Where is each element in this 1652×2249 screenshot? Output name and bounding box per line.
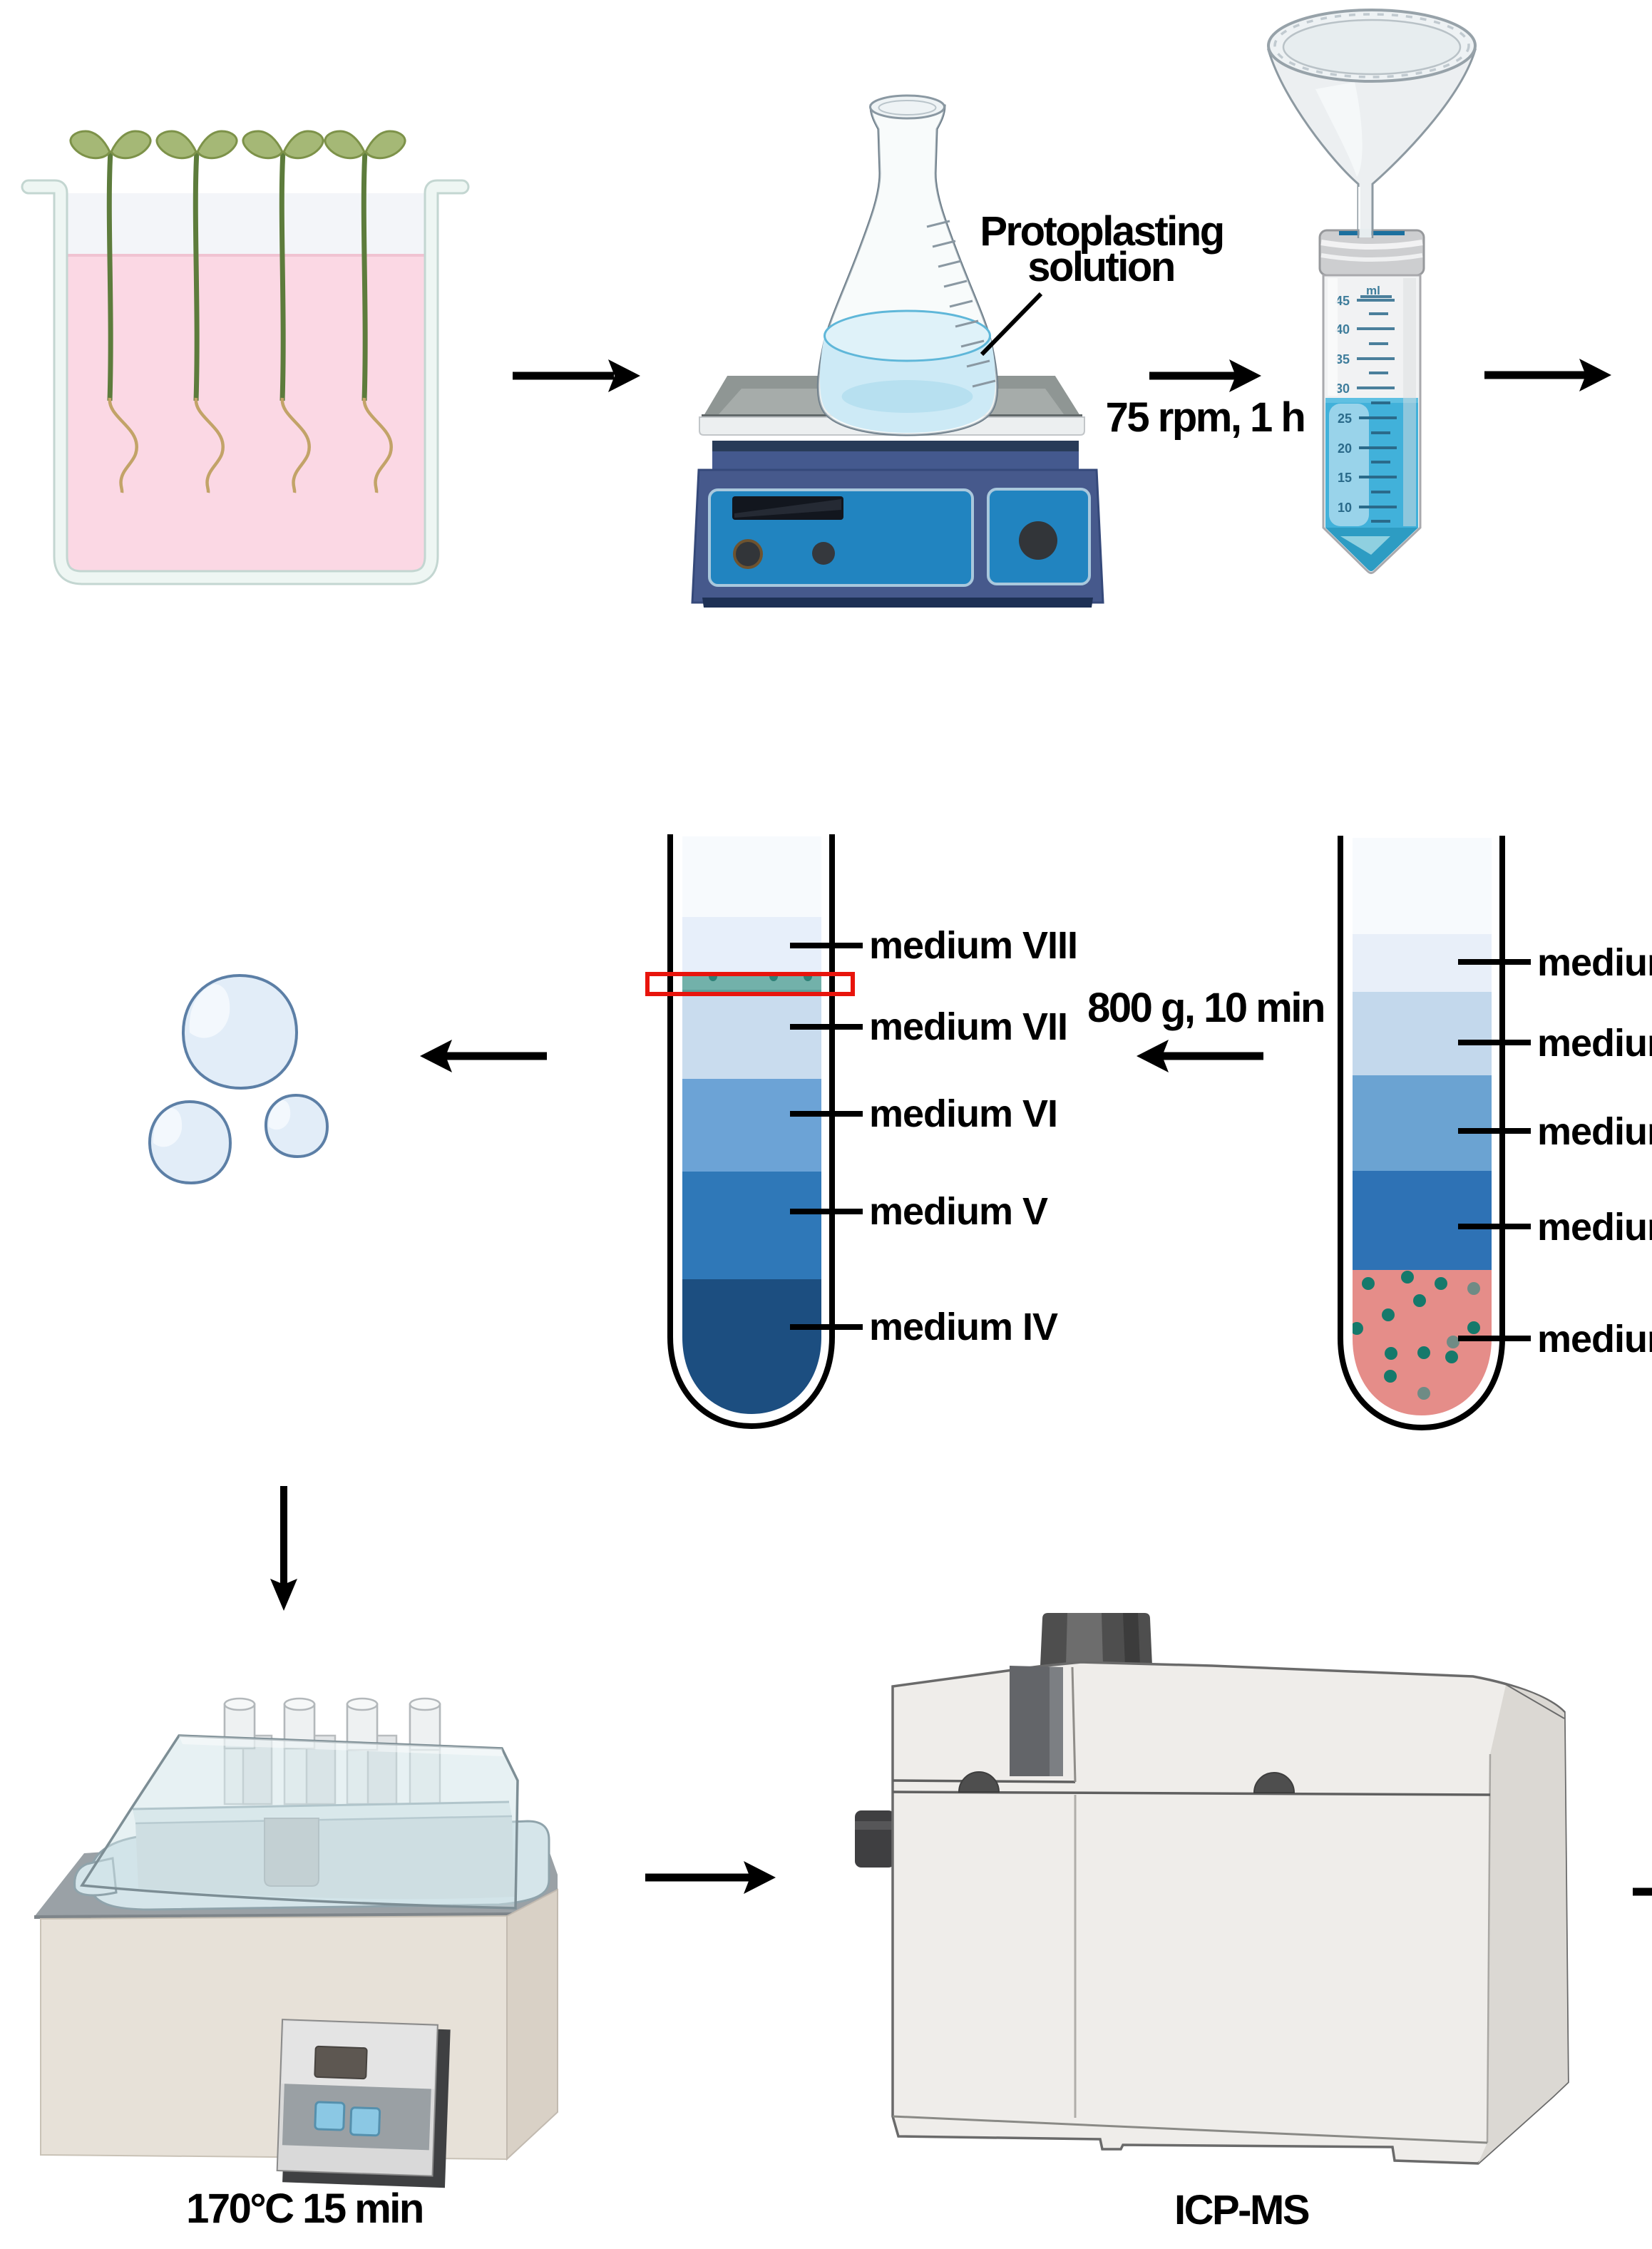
svg-text:medium V: medium V bbox=[1537, 1206, 1652, 1249]
svg-text:medium VII: medium VII bbox=[869, 1005, 1067, 1048]
svg-text:medium VI: medium VI bbox=[1537, 1110, 1652, 1153]
svg-text:40: 40 bbox=[1335, 322, 1350, 337]
svg-text:20: 20 bbox=[1338, 441, 1352, 456]
svg-text:ICP-MS: ICP-MS bbox=[1174, 2187, 1309, 2233]
svg-text:medium V: medium V bbox=[869, 1190, 1048, 1233]
svg-text:25: 25 bbox=[1338, 411, 1352, 426]
svg-text:ml: ml bbox=[1366, 284, 1380, 297]
svg-text:Protoplasting: Protoplasting bbox=[980, 208, 1223, 255]
svg-text:170°C 15 min: 170°C 15 min bbox=[186, 2186, 423, 2232]
svg-text:75 rpm, 1 h: 75 rpm, 1 h bbox=[1106, 394, 1305, 441]
svg-text:solution: solution bbox=[1027, 244, 1174, 290]
svg-text:medium VII: medium VII bbox=[1537, 1022, 1652, 1065]
svg-text:800 g, 10 min: 800 g, 10 min bbox=[1087, 985, 1324, 1031]
svg-text:medium IV: medium IV bbox=[869, 1306, 1058, 1348]
svg-text:15: 15 bbox=[1338, 471, 1352, 485]
svg-text:medium VIII: medium VIII bbox=[1537, 941, 1652, 984]
svg-text:medium VI: medium VI bbox=[869, 1092, 1057, 1135]
svg-text:medium VIII: medium VIII bbox=[869, 924, 1077, 967]
svg-text:30: 30 bbox=[1335, 381, 1350, 396]
svg-text:medium IV: medium IV bbox=[1537, 1318, 1652, 1361]
svg-text:35: 35 bbox=[1335, 352, 1350, 367]
svg-text:10: 10 bbox=[1338, 501, 1352, 515]
svg-text:45: 45 bbox=[1335, 294, 1350, 308]
